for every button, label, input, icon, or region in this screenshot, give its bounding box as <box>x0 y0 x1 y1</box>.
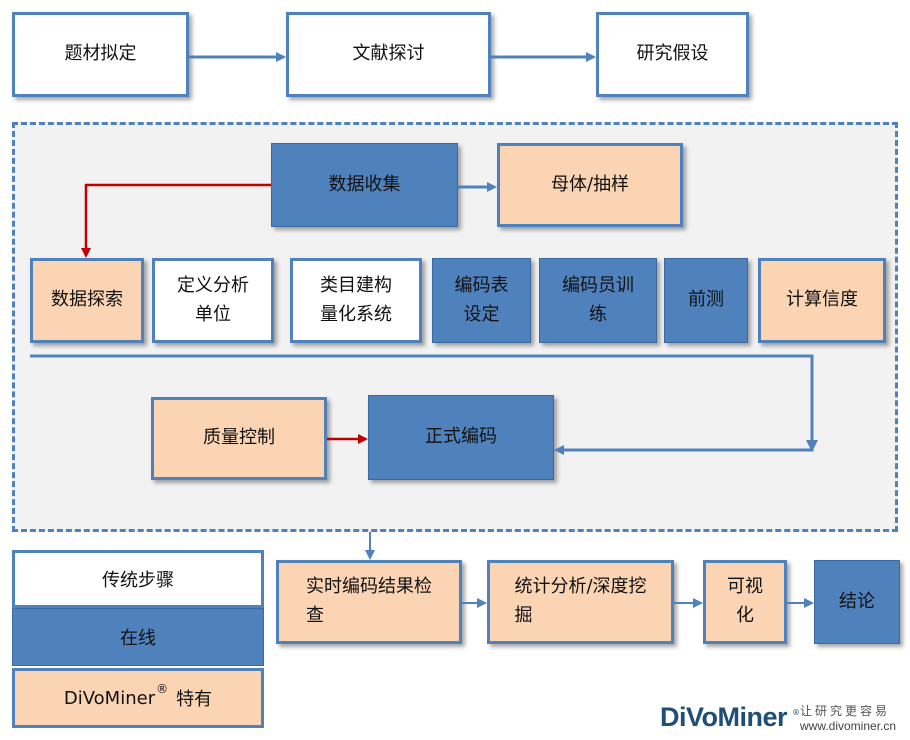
legend-online-label: 在线 <box>120 628 156 649</box>
category-box: 类目建构量化系统 <box>290 258 422 343</box>
pretest-box: 前测 <box>664 258 748 343</box>
data-collection-box: 数据收集 <box>271 143 458 227</box>
formal-coding-box: 正式编码 <box>368 395 554 480</box>
formal-coding-label: 正式编码 <box>425 426 497 448</box>
reliability-label: 计算信度 <box>786 289 858 311</box>
define-unit-line2: 单位 <box>195 303 231 325</box>
coder-training-box: 编码员训练 <box>539 258 657 343</box>
arrowhead-right-down <box>806 440 818 452</box>
legend-online: 在线 <box>12 608 264 666</box>
legend-divominer: DiVoMiner® 特有 <box>12 668 264 728</box>
divominer-logo: DiVoMiner ® 让研究更容易 www.divominer.cn <box>660 700 910 740</box>
stats-line2: 掘 <box>514 605 533 626</box>
logo-name: DiVoMiner <box>660 702 788 732</box>
visualization-line1: 可视 <box>727 576 763 598</box>
legend-divominer-name: DiVoMiner <box>63 687 156 709</box>
data-collection-label: 数据收集 <box>328 173 401 195</box>
category-line2: 量化系统 <box>320 303 392 325</box>
realtime-check-box: 实时编码结果检查 <box>276 560 462 644</box>
quality-control-label: 质量控制 <box>203 427 275 449</box>
arrow-collection-to-exploration <box>81 183 271 258</box>
legend-divominer-suffix: 特有 <box>176 689 213 710</box>
quality-control-box: 质量控制 <box>151 397 327 480</box>
hypothesis-box: 研究假设 <box>596 12 749 97</box>
conclusion-box: 结论 <box>814 560 900 644</box>
define-unit-line1: 定义分析 <box>177 274 249 296</box>
visualization-line2: 化 <box>736 605 754 626</box>
realtime-check-line2: 查 <box>306 605 324 626</box>
topic-box: 题材拟定 <box>12 12 189 97</box>
stats-box: 统计分析/深度挖掘 <box>487 560 674 644</box>
population-sampling-label: 母体/抽样 <box>550 173 630 195</box>
stats-line1: 统计分析/深度挖 <box>514 576 647 598</box>
data-exploration-box: 数据探索 <box>30 258 144 343</box>
codebook-box: 编码表设定 <box>432 258 531 343</box>
realtime-check-line1: 实时编码结果检 <box>306 576 432 598</box>
define-unit-box: 定义分析单位 <box>152 258 274 343</box>
literature-label: 文献探讨 <box>352 43 425 65</box>
coder-training-line1: 编码员训 <box>562 274 634 296</box>
legend-traditional-label: 传统步骤 <box>102 570 174 591</box>
legend-traditional: 传统步骤 <box>12 550 264 608</box>
literature-box: 文献探讨 <box>286 12 491 97</box>
logo-slogan: 让研究更容易 <box>800 704 891 718</box>
codebook-line2: 设定 <box>463 303 500 325</box>
category-line1: 类目建构 <box>320 274 392 296</box>
conclusion-label: 结论 <box>839 590 875 612</box>
logo-url: www.divominer.cn <box>800 719 897 733</box>
arrow-row-to-formal-coding <box>30 354 814 455</box>
population-sampling-box: 母体/抽样 <box>497 143 683 227</box>
logo-registered: ® <box>792 708 800 717</box>
data-exploration-label: 数据探索 <box>51 289 123 311</box>
pretest-label: 前测 <box>688 289 724 311</box>
visualization-box: 可视化 <box>703 560 787 644</box>
coder-training-line2: 练 <box>589 303 607 325</box>
topic-label: 题材拟定 <box>64 43 137 65</box>
codebook-line1: 编码表 <box>454 274 509 296</box>
legend-registered-mark: ® <box>156 682 169 696</box>
hypothesis-label: 研究假设 <box>636 43 709 65</box>
reliability-box: 计算信度 <box>758 258 886 343</box>
